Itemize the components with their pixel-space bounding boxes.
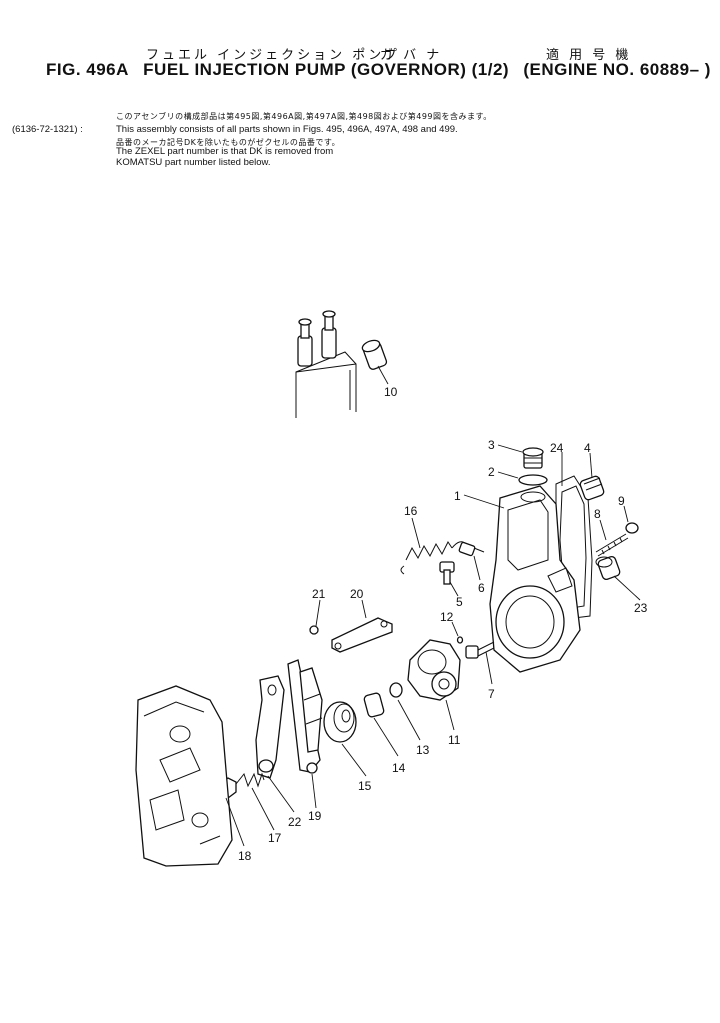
part-16-spring [400,541,467,575]
figure-number: FIG. 496A [46,60,129,79]
part-23-cap-nut [595,556,621,580]
callout-1: 1 [454,489,461,503]
japanese-subtitle: ガ バ ナ [380,48,443,63]
callout-18: 18 [238,849,252,863]
part-3-plug [522,447,544,469]
figure-heading: FIG. 496A FUEL INJECTION PUMP (GOVERNOR)… [46,60,720,80]
part-2-o-ring [518,474,548,486]
callout-13: 13 [416,743,430,757]
leader-lines [225,365,641,847]
callout-17: 17 [268,831,282,845]
callout-14: 14 [392,761,406,775]
assembly-number: (6136-72-1321) : [12,124,83,135]
callout-15: 15 [358,779,372,793]
part-21-clip [309,625,319,635]
part-17-spring [235,772,265,788]
callout-7: 7 [488,687,495,701]
figure-title: FUEL INJECTION PUMP (GOVERNOR) (1/2) [143,60,510,79]
part-6-clip [458,541,485,557]
callout-2: 2 [488,465,495,479]
part-7-bolt [465,641,495,659]
part-14-sleeve [363,692,385,718]
note-en-line2: The ZEXEL part number is that DK is remo… [116,146,334,157]
note-en-line3: KOMATSU part number listed below. [116,157,271,168]
note-en-line1: This assembly consists of all parts show… [116,124,458,135]
part-10-sleeve [361,339,388,370]
pump-housing [135,685,233,867]
part-1-governor-housing [489,485,581,673]
part-15-shifter [323,701,357,743]
japanese-applicable-label: 適 用 号 機 [546,48,632,63]
part-11-flyweight-holder [407,639,461,701]
callout-5: 5 [456,595,463,609]
callout-19: 19 [308,809,322,823]
part-22-lever [255,675,285,779]
callouts: 10 3 2 24 4 1 9 8 16 6 5 12 7 23 21 20 1… [238,385,648,863]
note-jp-line1: このアセンブリの構成部品は第495図,第496A図,第497A図,第498図およ… [116,112,492,121]
pump-body-fragment [295,310,357,418]
callout-11: 11 [448,733,461,747]
callout-6: 6 [478,581,485,595]
part-4-cap [579,475,605,501]
part-20-link [331,617,393,653]
callout-22: 22 [288,815,302,829]
callout-10: 10 [384,385,398,399]
callout-12: 12 [440,610,454,624]
part-13-washer [389,682,403,698]
callout-24: 24 [550,441,564,455]
callout-21: 21 [312,587,326,601]
note-jp-line2: 品番のメーカ記号DKを除いたものがゼクセルの品番です。 [116,138,341,147]
engine-serial: (ENGINE NO. 60889– ) [523,60,711,79]
callout-9: 9 [618,494,625,508]
part-9-nut [625,522,639,534]
part-5-bolt [439,561,455,585]
callout-16: 16 [404,504,418,518]
part-19-lever [287,659,323,774]
callout-4: 4 [584,441,591,455]
callout-20: 20 [350,587,364,601]
callout-8: 8 [594,507,601,521]
part-8-adjust-bolt [595,533,629,557]
callout-23: 23 [634,601,648,615]
japanese-title: フュエル インジェクション ポンプ [146,48,400,63]
callout-3: 3 [488,438,495,452]
part-12-pin [456,636,464,644]
